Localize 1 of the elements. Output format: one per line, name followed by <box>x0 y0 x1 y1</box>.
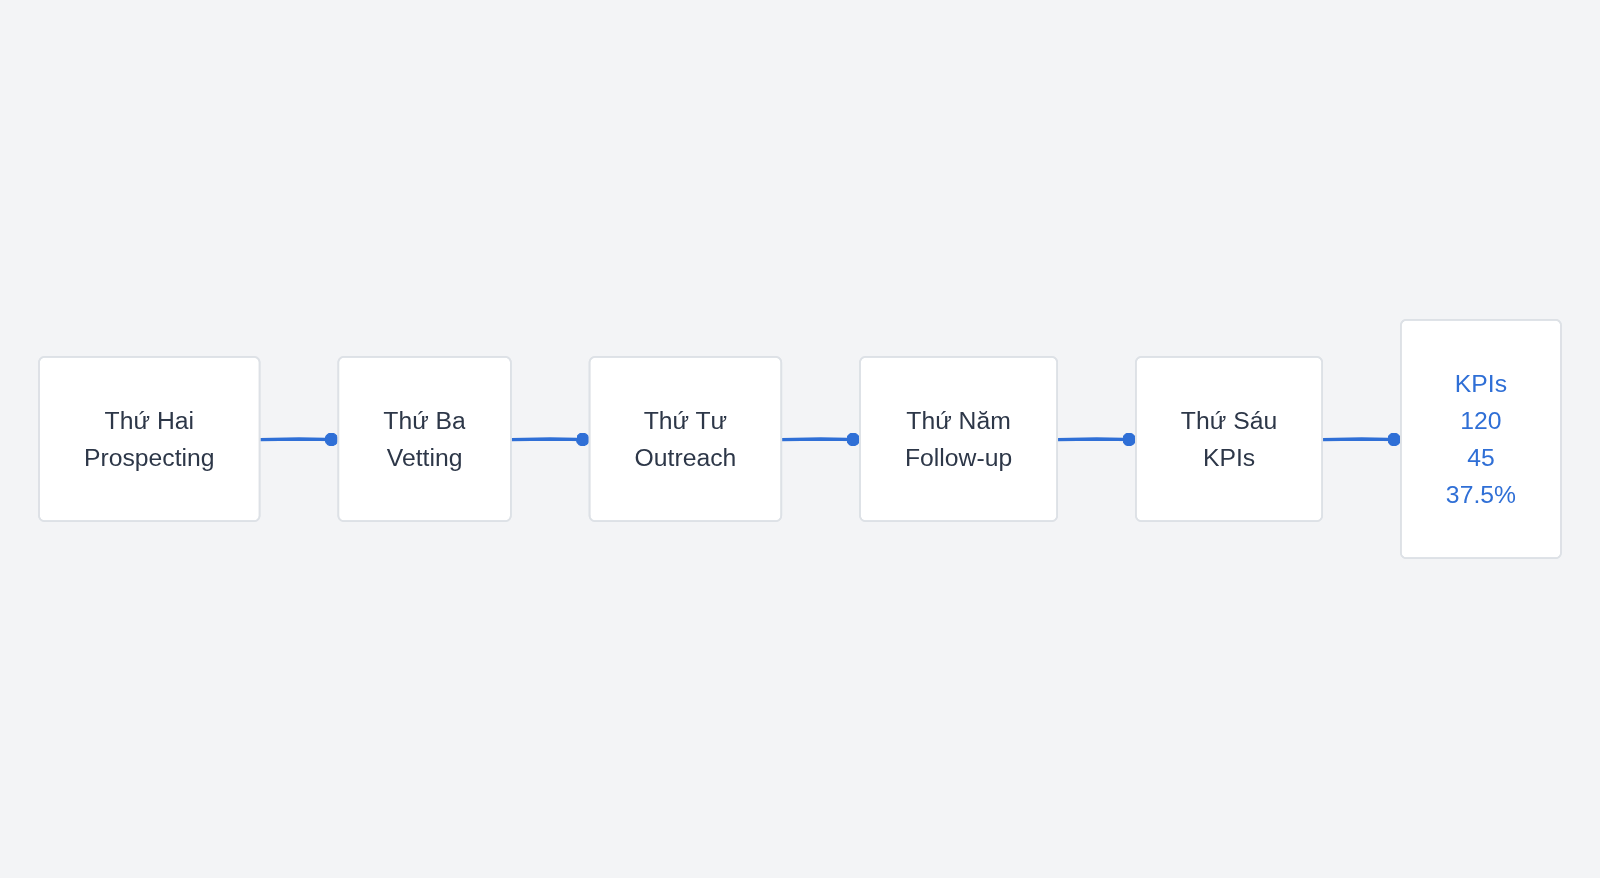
connector <box>260 432 339 447</box>
